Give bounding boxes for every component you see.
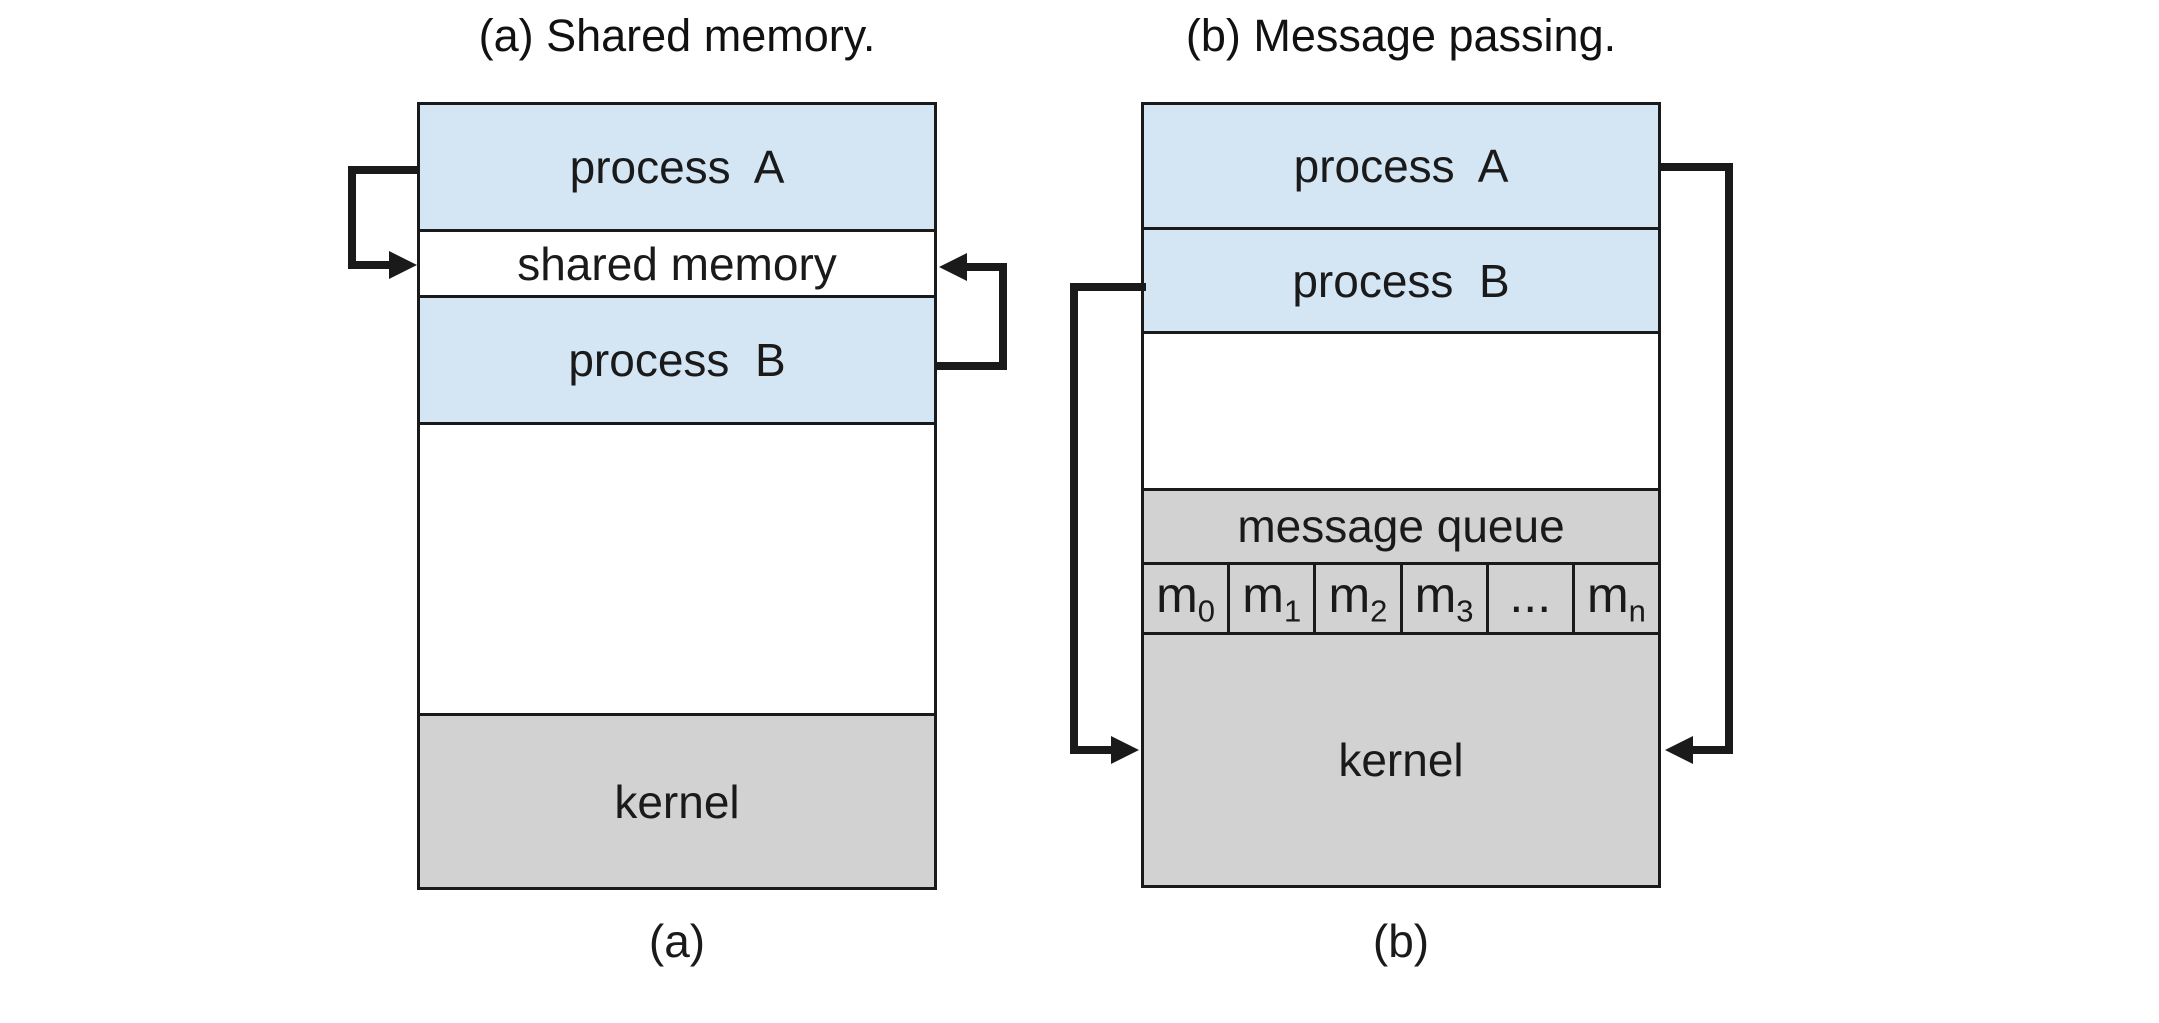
message-passing-diagram-box: process A process B message queue m0 m1 … bbox=[1141, 102, 1661, 888]
queue-cell-ellipsis-label: ... bbox=[1509, 566, 1552, 623]
shared-memory-box: shared memory bbox=[420, 232, 934, 298]
queue-cell-m3-label: m3 bbox=[1414, 566, 1474, 629]
kernel-box: kernel bbox=[1144, 634, 1658, 885]
kernel-label: kernel bbox=[614, 775, 740, 828]
message-queue-box: message queue bbox=[1144, 490, 1658, 565]
queue-cell-mn-label: mn bbox=[1586, 566, 1646, 629]
title-shared-memory: (a) Shared memory. bbox=[478, 10, 876, 61]
queue-cell-m0-label: m0 bbox=[1156, 566, 1216, 629]
queue-cell-mn: mn bbox=[1574, 564, 1659, 632]
process-b-label: process B bbox=[568, 334, 786, 386]
process-b-box: process B bbox=[1144, 230, 1658, 334]
process-b-label: process B bbox=[1292, 254, 1510, 307]
arrow-process-b-to-queue-icon bbox=[1070, 283, 1146, 764]
process-a-label: process A bbox=[569, 141, 785, 193]
queue-cell-m1: m1 bbox=[1230, 564, 1317, 632]
kernel-label: kernel bbox=[1338, 733, 1464, 786]
message-queue-label: message queue bbox=[1237, 500, 1565, 552]
arrow-process-a-to-queue-icon bbox=[1658, 163, 1733, 764]
shared-memory-label: shared memory bbox=[517, 237, 837, 290]
kernel-box: kernel bbox=[420, 716, 934, 887]
queue-cell-m2-label: m2 bbox=[1328, 566, 1388, 629]
queue-cell-m3: m3 bbox=[1402, 564, 1489, 632]
arrow-process-a-to-shared-memory-icon bbox=[348, 166, 419, 279]
caption-a: (a) bbox=[648, 915, 706, 967]
queue-cell-ellipsis: ... bbox=[1488, 564, 1575, 632]
user-space-empty-region bbox=[420, 425, 934, 716]
arrow-process-b-to-shared-memory-icon bbox=[935, 253, 1007, 370]
title-message-passing: (b) Message passing. bbox=[1185, 10, 1617, 61]
queue-cell-m0: m0 bbox=[1143, 564, 1231, 632]
process-b-box: process B bbox=[420, 298, 934, 425]
queue-cell-m2: m2 bbox=[1316, 564, 1403, 632]
queue-cell-m1-label: m1 bbox=[1242, 566, 1302, 629]
user-space-empty-region bbox=[1144, 334, 1658, 491]
process-a-box: process A bbox=[420, 105, 934, 232]
caption-b: (b) bbox=[1372, 915, 1430, 967]
message-queue-cells-row: m0 m1 m2 m3 ... mn bbox=[1143, 564, 1659, 635]
process-a-label: process A bbox=[1293, 140, 1509, 192]
shared-memory-diagram-box: process A shared memory process B kernel bbox=[417, 102, 937, 890]
process-a-box: process A bbox=[1144, 105, 1658, 230]
